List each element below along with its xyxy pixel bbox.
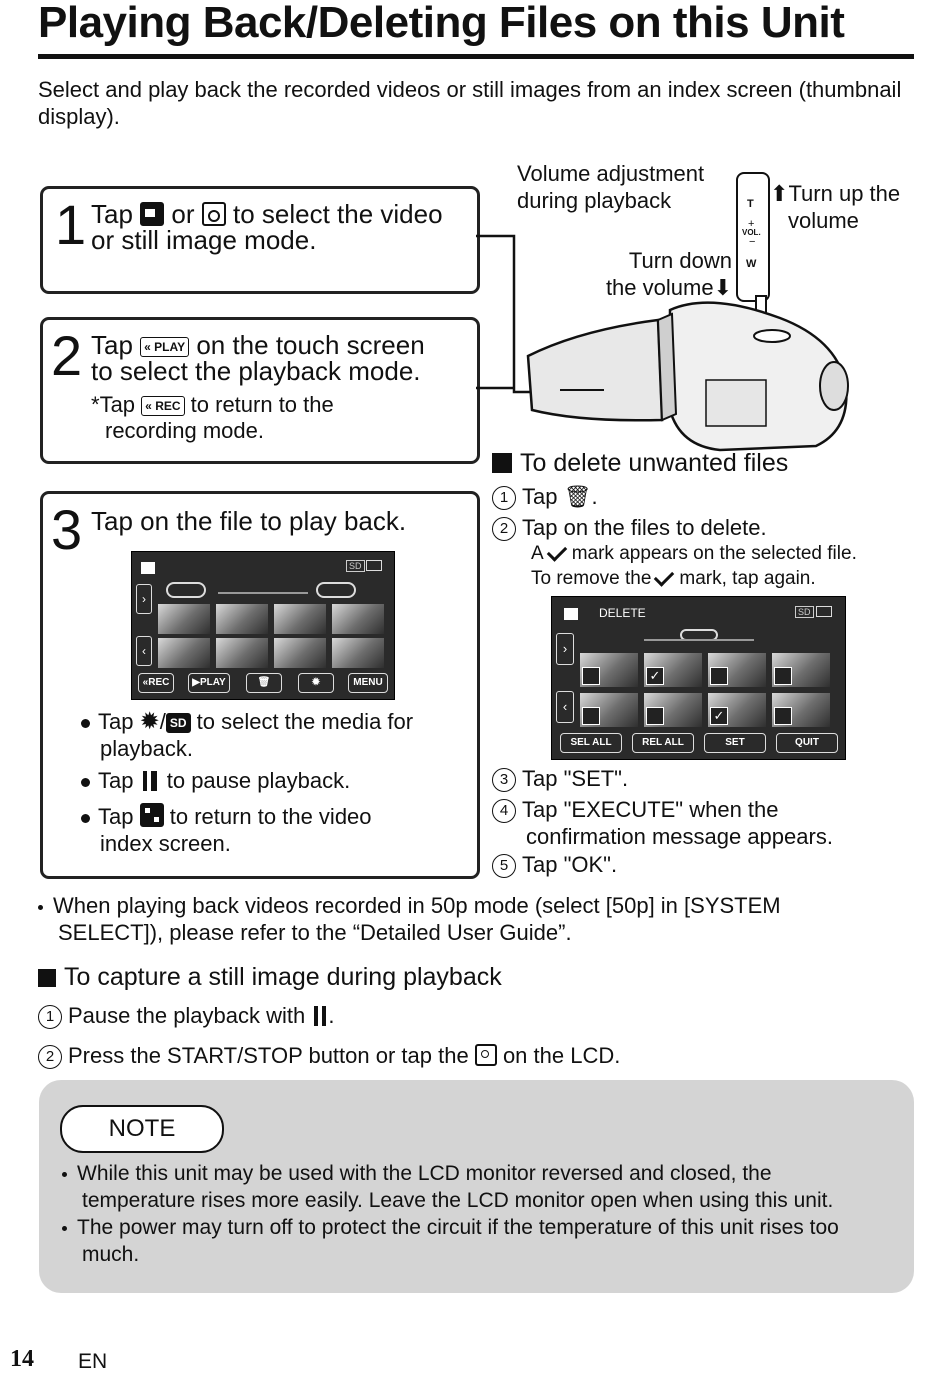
step-2-number: 2 xyxy=(51,324,83,387)
select-box[interactable] xyxy=(710,667,728,685)
zoom-volume-lever[interactable]: T + VOL. − W xyxy=(736,172,770,302)
rec-button-icon: « REC xyxy=(141,396,185,417)
built-in-memory-icon: ✹ xyxy=(139,708,160,735)
play-button-icon: « PLAY xyxy=(140,337,190,358)
play-button[interactable]: ▶PLAY xyxy=(188,673,230,693)
date-pill-left xyxy=(166,582,206,598)
sd-icon: SD xyxy=(346,560,365,572)
prev-page-button[interactable]: ‹ xyxy=(556,691,574,723)
note-bullet-2: The power may turn off to protect the ci… xyxy=(62,1214,902,1268)
check-mark-icon xyxy=(546,541,567,563)
thumbnail[interactable] xyxy=(216,638,268,668)
date-pill-right xyxy=(316,582,356,598)
step-3-bullets: Tap ✹/SD to select the media for playbac… xyxy=(81,708,471,857)
rec-button[interactable]: «REC xyxy=(138,673,174,693)
media-button[interactable]: ✹ xyxy=(298,673,334,693)
fifty-p-note: When playing back videos recorded in 50p… xyxy=(38,892,918,946)
menu-button[interactable]: MENU xyxy=(348,673,388,693)
camcorder-illustration xyxy=(526,295,849,452)
battery-icon xyxy=(816,606,832,617)
step-1-text: Tap or to select the video or still imag… xyxy=(91,199,443,255)
video-mode-icon xyxy=(141,562,155,574)
title-rule xyxy=(38,54,914,59)
bullet-media: Tap ✹/SD to select the media for playbac… xyxy=(81,708,471,762)
rel-all-button[interactable]: REL ALL xyxy=(632,733,694,753)
sd-card-icon: SD xyxy=(165,713,191,734)
still-mode-icon xyxy=(201,202,226,226)
sd-icon: SD xyxy=(795,606,814,618)
bullet-index: Tap to return to the video index screen. xyxy=(81,803,471,857)
scroll-bar[interactable] xyxy=(644,639,754,641)
trash-icon: 🗑 xyxy=(563,484,592,509)
thumbnail[interactable] xyxy=(274,638,326,668)
select-box[interactable] xyxy=(774,707,792,725)
select-box-checked[interactable]: ✓ xyxy=(646,667,664,685)
pause-icon xyxy=(142,771,151,791)
check-mark-icon xyxy=(654,566,675,588)
step-3-text: Tap on the file to play back. xyxy=(91,506,407,536)
thumbnail[interactable] xyxy=(332,604,384,634)
delete-screen: DELETE SD › ‹ ✓ ✓ SEL ALL REL ALL SET QU… xyxy=(551,596,846,760)
page-number: 14 xyxy=(10,1346,34,1372)
bullet-pause: Tap to pause playback. xyxy=(81,767,471,794)
page-title: Playing Back/Deleting Files on this Unit xyxy=(38,0,845,47)
step-1-box: 1 Tap or to select the video or still im… xyxy=(40,186,480,294)
intro-text: Select and play back the recorded videos… xyxy=(38,77,902,129)
video-mode-icon xyxy=(564,608,578,620)
select-box[interactable] xyxy=(582,707,600,725)
down-arrow-icon: ⬇ xyxy=(713,275,732,300)
quit-button[interactable]: QUIT xyxy=(776,733,838,753)
thumbnail[interactable] xyxy=(158,638,210,668)
step-2-box: 2 Tap « PLAY on the touch screen to sele… xyxy=(40,317,480,464)
index-screen: SD › ‹ «REC ▶PLAY 🗑 ✹ MENU xyxy=(131,551,395,700)
set-button[interactable]: SET xyxy=(704,733,766,753)
sel-all-button[interactable]: SEL ALL xyxy=(560,733,622,753)
thumbnail[interactable] xyxy=(274,604,326,634)
thumbnail[interactable] xyxy=(158,604,210,634)
select-box-checked[interactable]: ✓ xyxy=(710,707,728,725)
next-page-button[interactable]: › xyxy=(136,584,152,614)
note-label: NOTE xyxy=(60,1105,224,1153)
next-page-button[interactable]: › xyxy=(556,633,574,665)
scroll-bar[interactable] xyxy=(218,592,308,594)
index-screen-icon xyxy=(139,803,164,827)
select-box[interactable] xyxy=(646,707,664,725)
battery-icon xyxy=(366,560,382,571)
thumbnail[interactable] xyxy=(332,638,384,668)
thumbnail[interactable] xyxy=(216,604,268,634)
step-1-number: 1 xyxy=(55,193,87,256)
capture-heading: To capture a still image during playback xyxy=(38,962,502,992)
select-box[interactable] xyxy=(774,667,792,685)
step-3-box: 3 Tap on the file to play back. SD › ‹ «… xyxy=(40,491,480,879)
delete-screen-title: DELETE xyxy=(599,606,646,620)
delete-heading: To delete unwanted files xyxy=(492,448,788,478)
snapshot-icon xyxy=(474,1044,497,1066)
language-code: EN xyxy=(78,1350,108,1373)
step-2-note: *Tap « REC to return to the recording mo… xyxy=(91,392,334,443)
up-arrow-icon: ⬆ xyxy=(770,181,789,206)
step-2-text: Tap « PLAY on the touch screen to select… xyxy=(91,330,425,386)
video-mode-icon xyxy=(140,202,165,226)
note-bullet-1: While this unit may be used with the LCD… xyxy=(62,1160,902,1214)
trash-button[interactable]: 🗑 xyxy=(246,673,282,693)
pause-icon xyxy=(314,1006,319,1026)
select-box[interactable] xyxy=(582,667,600,685)
prev-page-button[interactable]: ‹ xyxy=(136,636,152,666)
step-3-number: 3 xyxy=(51,498,83,561)
